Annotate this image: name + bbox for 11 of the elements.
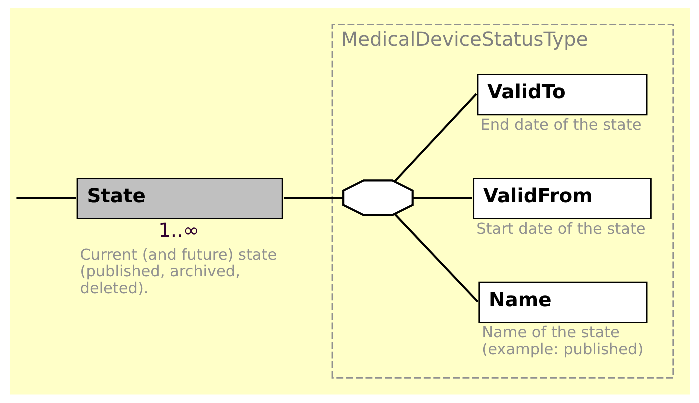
connector xyxy=(412,197,472,200)
node-label: 1..∞ xyxy=(158,219,199,242)
connector xyxy=(283,197,343,200)
connector xyxy=(16,197,76,200)
node-label: End date of the state xyxy=(480,116,642,134)
node-octagon xyxy=(342,180,414,216)
node-label: Current (and future) state (published, archived, deleted). xyxy=(80,246,277,298)
connector xyxy=(394,214,478,303)
connector xyxy=(394,93,477,182)
node-label: Name of the state (example: published) xyxy=(482,324,644,358)
node-label: Start date of the state xyxy=(476,220,646,238)
